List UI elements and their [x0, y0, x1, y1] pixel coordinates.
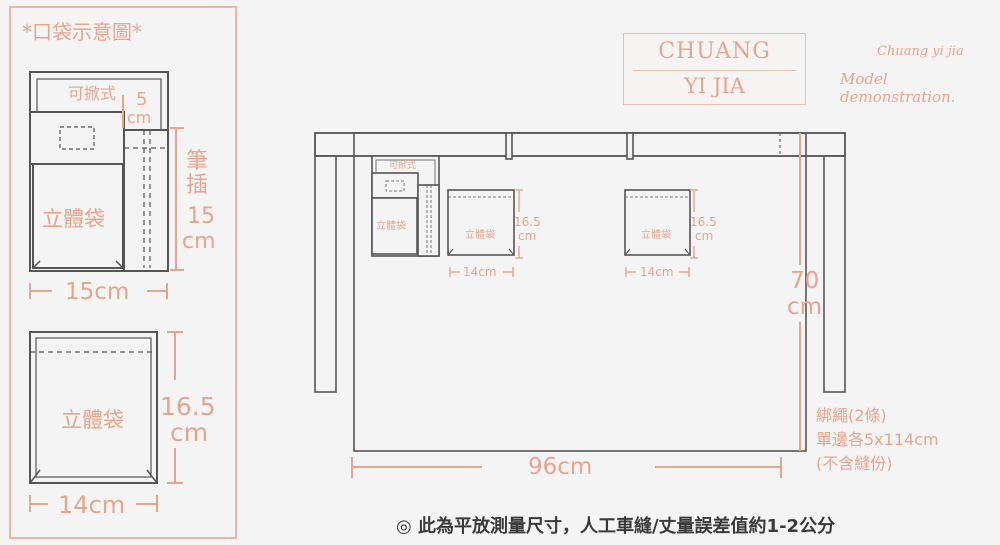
apron-mid-pocket: [447, 189, 515, 256]
legend-pocket2-height: 16.5: [160, 392, 216, 421]
legend-pen-label: 筆: [186, 149, 209, 174]
legend-pocket2-label: 立體袋: [61, 408, 124, 432]
apron-width-value: 96cm: [528, 454, 593, 480]
apron: [314, 132, 846, 452]
apron-mid-pocket-width: 14cm: [463, 265, 497, 279]
legend-pocket1-dims: [29, 95, 184, 299]
legend-pocket1-label: 立體袋: [42, 207, 105, 231]
legend-flap-dim: 5: [136, 89, 148, 110]
legend-flap-dim-unit: cm: [127, 108, 152, 127]
legend-flap-stitch: [59, 126, 95, 150]
legend-pocket2-height-unit: cm: [170, 418, 209, 447]
belt-loop-1: [505, 132, 513, 160]
logo-caption1: Chuang yi jia: [877, 44, 964, 59]
apron-length-unit: cm: [787, 294, 823, 320]
apron-flap-label: 可掀式: [389, 161, 417, 171]
tie-info-line3: (不含縫份): [816, 454, 893, 473]
pocket-legend-panel: [9, 6, 237, 539]
tie-info-line2: 單邊各5x114cm: [816, 430, 939, 449]
apron-right-pocket-label: 立體袋: [641, 230, 671, 241]
logo-caption2: Model demonstration.: [840, 70, 956, 106]
right-tie-strap: [823, 155, 846, 393]
apron-dims: [449, 189, 698, 277]
belt-loop-2: [626, 132, 634, 160]
apron-right-pocket: [624, 189, 691, 256]
apron-main-dims: [351, 133, 801, 478]
legend-flap: [29, 111, 125, 165]
logo-divider: [633, 70, 796, 71]
apron-right-pocket-height-unit: cm: [695, 229, 714, 243]
legend-pen-slot: [123, 129, 169, 272]
legend-pocket-2: [29, 331, 158, 484]
apron-length-value: 70: [790, 268, 820, 294]
legend-title: *口袋示意圖*: [22, 20, 142, 44]
left-tie-strap: [314, 155, 337, 393]
apron-left-pocket-label: 立體袋: [376, 221, 406, 232]
apron-mid-pocket-height: 16.5: [514, 215, 541, 229]
logo-line2: YI JIA: [684, 74, 745, 98]
apron-right-pocket-width: 14cm: [640, 265, 674, 279]
legend-pen-label2: 插: [186, 173, 209, 198]
brand-logo: CHUANG YI JIA: [623, 33, 806, 105]
apron-mid-pocket-height-unit: cm: [518, 229, 537, 243]
legend-pocket-1: [29, 71, 169, 272]
legend-pocket2-width: 14cm: [58, 491, 126, 519]
tie-info-line1: 綁繩(2條): [816, 406, 887, 425]
footer-note: ◎ 此為平放測量尺寸，人工車縫/丈量誤差值約1-2公分: [396, 516, 836, 537]
legend-pen-unit: cm: [182, 229, 216, 254]
legend-pocket1-width: 15cm: [65, 279, 130, 305]
legend-pocket1-front: [32, 163, 124, 269]
apron-left-pocket: [371, 155, 440, 257]
legend-pen-dim: 15: [187, 204, 215, 229]
legend-pocket2-dims: [29, 331, 183, 512]
legend-flap-label: 可掀式: [68, 84, 117, 103]
apron-right-pocket-height: 16.5: [690, 215, 717, 229]
logo-line1: CHUANG: [658, 39, 771, 64]
apron-mid-pocket-label: 立體袋: [465, 230, 495, 241]
